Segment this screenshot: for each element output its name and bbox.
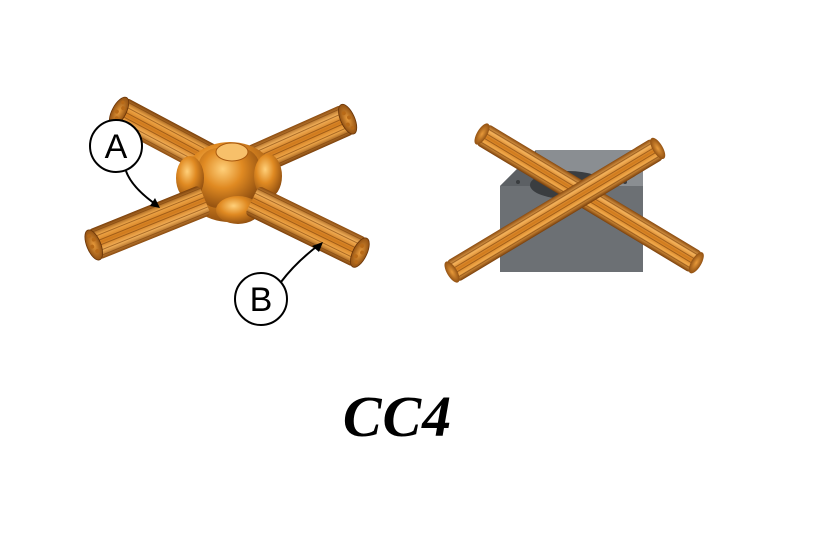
compression-lug: [176, 142, 282, 224]
die-assembly-figure: [444, 123, 704, 283]
callout-a: A: [89, 119, 160, 208]
cable-diagonal-ascending: [444, 137, 666, 283]
cable-lower-right: [244, 185, 374, 271]
callout-b-label: B: [250, 281, 273, 319]
callout-b: B: [234, 242, 323, 326]
callout-a-label: A: [105, 128, 128, 166]
cross-connector-figure: A B: [80, 93, 374, 326]
figure-caption: CC4: [342, 384, 453, 449]
